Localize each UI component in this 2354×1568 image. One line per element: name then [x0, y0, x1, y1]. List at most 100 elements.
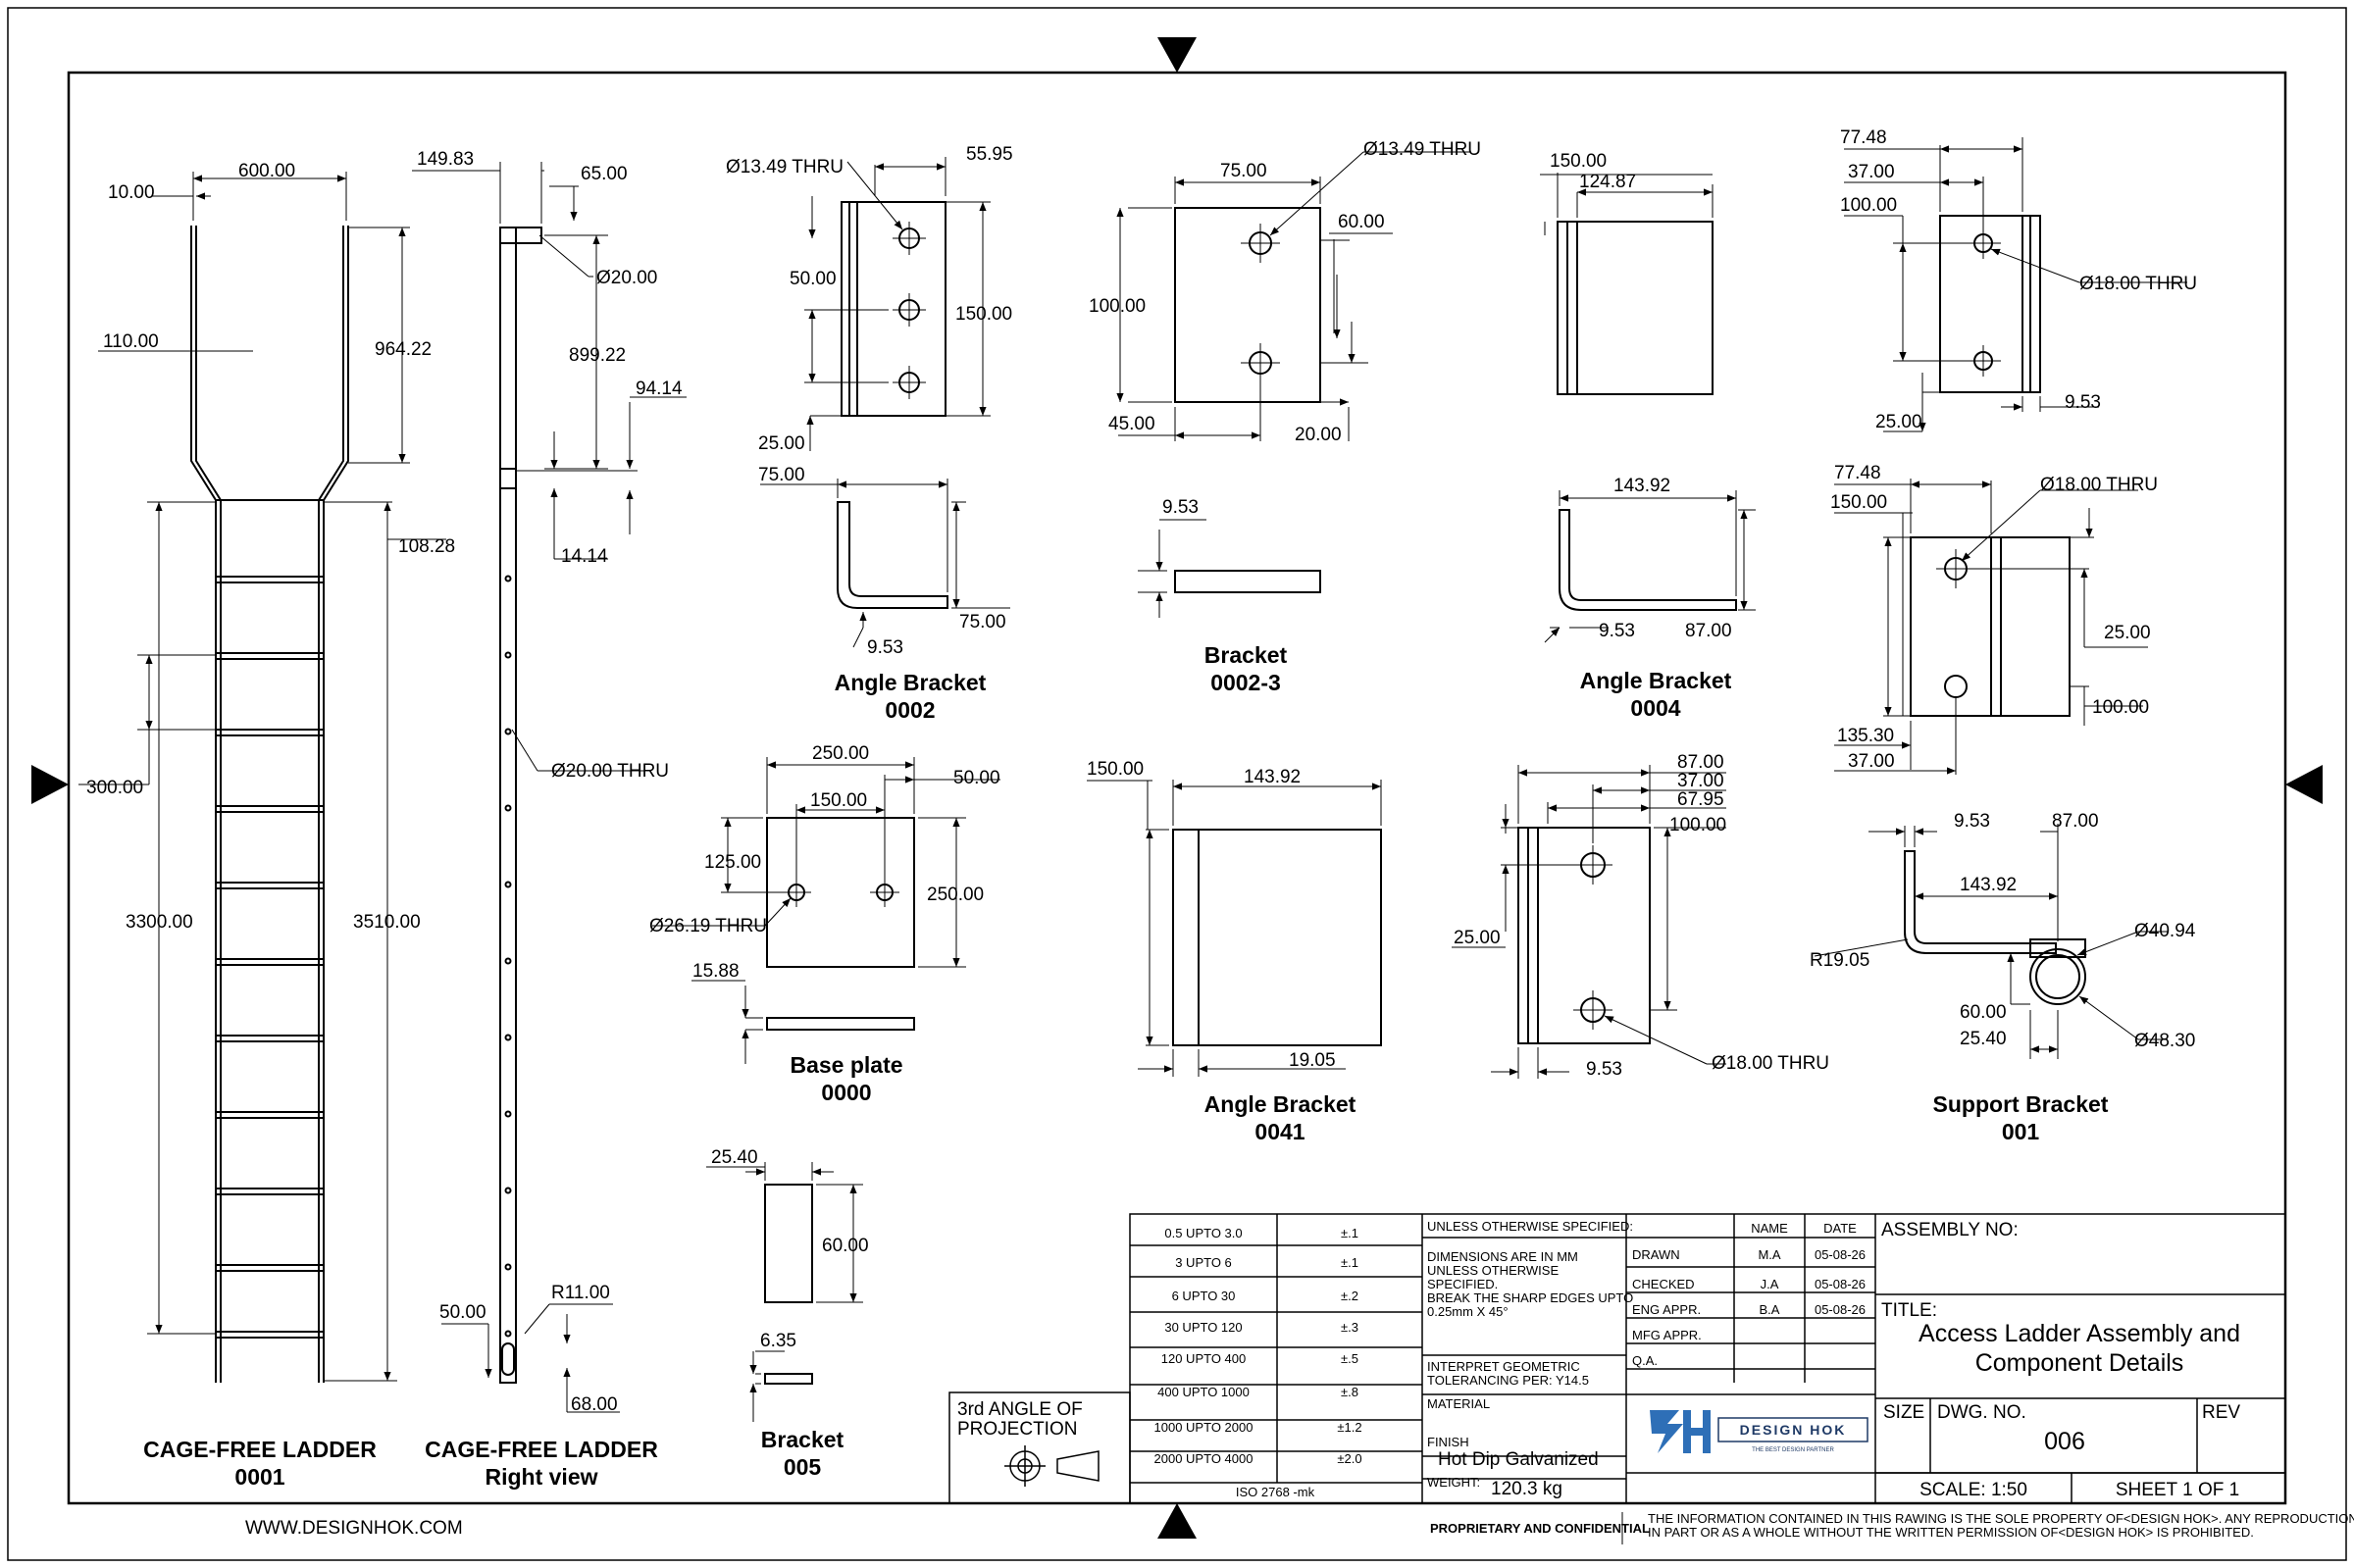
logo-text: DESIGN HOK [1740, 1422, 1847, 1438]
dim-143-side: 143.92 [1960, 875, 2017, 895]
legal-line-1: THE INFORMATION CONTAINED IN THIS RAWING… [1648, 1511, 2354, 1526]
angle-0041-caption-id: 0041 [1254, 1119, 1305, 1144]
tolerance-value: ±.8 [1341, 1385, 1358, 1399]
ladder-right-caption-sub: Right view [485, 1464, 597, 1490]
dim-150-base: 150.00 [810, 790, 867, 811]
angle-0041-caption: Angle Bracket [1204, 1091, 1356, 1117]
approval-date: 05-08-26 [1815, 1277, 1866, 1291]
center-mark-right [2285, 765, 2323, 804]
tolerance-range: 30 UPTO 120 [1164, 1320, 1242, 1335]
bracket-005-caption-id: 005 [784, 1454, 822, 1480]
dim-40-side: Ø40.94 [2134, 921, 2196, 941]
legal-line-2: IN PART OR AS A WHOLE WITHOUT THE WRITTE… [1648, 1525, 2254, 1540]
dim-143-0041: 143.92 [1244, 767, 1301, 787]
dim-r11: R11.00 [551, 1283, 610, 1303]
dim-953-bracket: 9.53 [1162, 497, 1199, 518]
dim-953-side: 9.53 [1954, 811, 1990, 832]
dim-37-mid-b: 37.00 [1677, 771, 1724, 791]
dim-3510: 3510.00 [353, 912, 421, 933]
dim-10: 10.00 [108, 182, 155, 203]
angle-0004-dims [1540, 173, 1756, 643]
dim-60-bracket: 60.00 [1338, 212, 1385, 232]
ladder-right-caption: CAGE-FREE LADDER [425, 1437, 658, 1462]
dim-300: 300.00 [86, 778, 143, 798]
ladder-right-view [499, 227, 542, 1384]
projection-symbol [1004, 1445, 1100, 1487]
tolerance-range: 3 UPTO 6 [1175, 1255, 1232, 1270]
base-plate-view [766, 817, 915, 1031]
dim-60-side: 60.00 [1960, 1002, 2007, 1023]
dim-hole-top: Ø18.00 THRU [2079, 274, 2197, 294]
dim-953-mid-b: 9.53 [1586, 1059, 1622, 1080]
unless-specified: UNLESS OTHERWISE SPECIFIED: [1427, 1219, 1633, 1234]
dim-r19-side: R19.05 [1810, 950, 1869, 971]
approval-role: ENG APPR. [1632, 1302, 1701, 1317]
dim-143-0004: 143.92 [1613, 476, 1670, 496]
size-label: SIZE [1883, 1402, 1924, 1423]
support-caption: Support Bracket [1933, 1091, 2109, 1117]
tolerance-value: ±.1 [1341, 1255, 1358, 1270]
angle-0002-front-center [804, 157, 991, 451]
dim-65: 65.00 [581, 164, 628, 184]
dim-87-mid: 87.00 [1677, 752, 1724, 773]
dwg-no: 006 [2044, 1428, 2085, 1455]
dim-250-base: 250.00 [812, 743, 869, 764]
dim-953-0004: 9.53 [1599, 621, 1635, 641]
title-block [948, 1213, 2286, 1504]
finish-value: Hot Dip Galvanized [1438, 1449, 1599, 1470]
angle-0002-side [837, 501, 948, 609]
center-mark-top [1157, 37, 1197, 73]
approval-role: DRAWN [1632, 1247, 1680, 1262]
dim-hole-base: Ø26.19 THRU [649, 916, 767, 936]
dim-600: 600.00 [238, 161, 295, 181]
bracket-005-dims [706, 1162, 863, 1422]
logo-sub: THE BEST DESIGN PARTNER [1752, 1447, 1834, 1453]
approval-name: M.A [1758, 1247, 1780, 1262]
dim-50-base: 50.00 [953, 768, 1000, 788]
dim-250h-base: 250.00 [927, 885, 984, 905]
projection-label-2: PROJECTION [957, 1419, 1077, 1440]
dim-150-0041: 150.00 [1087, 759, 1144, 780]
projection-label-1: 3rd ANGLE OF [957, 1399, 1083, 1420]
dim-55: 55.95 [966, 144, 1013, 165]
center-mark-left [31, 765, 69, 804]
bracket-mid-view [1517, 827, 1651, 1044]
angle-0002-caption-id: 0002 [885, 697, 935, 723]
tolerance-range: 1000 UPTO 2000 [1154, 1420, 1254, 1435]
dim-14: 14.14 [561, 546, 608, 567]
support-top-view [1939, 215, 2041, 393]
dim-50-0002: 50.00 [790, 269, 837, 289]
tolerance-range: 400 UPTO 1000 [1157, 1385, 1250, 1399]
dim-100-bracket: 100.00 [1089, 296, 1146, 317]
approval-role: CHECKED [1632, 1277, 1695, 1291]
dim-hole-mid-b: Ø18.00 THRU [1712, 1053, 1829, 1074]
bracket-0002-3-front [1174, 207, 1321, 593]
title-line-2: Component Details [1975, 1349, 2184, 1377]
dim-25-mid: 25.00 [2104, 623, 2151, 643]
dim-25-mid-b: 25.00 [1454, 928, 1501, 948]
dim-hole-0002: Ø13.49 THRU [726, 157, 844, 177]
material-label: MATERIAL [1427, 1396, 1490, 1411]
dim-37-top: 37.00 [1848, 162, 1895, 182]
base-plate-caption-id: 0000 [821, 1080, 871, 1105]
name-header: NAME [1751, 1221, 1788, 1236]
center-mark-bottom [1157, 1503, 1197, 1539]
website-link[interactable]: WWW.DESIGNHOK.COM [245, 1518, 463, 1539]
design-hok-logo [1650, 1410, 1868, 1453]
tolerance-range: 2000 UPTO 4000 [1154, 1451, 1254, 1466]
dim-6-005: 6.35 [760, 1331, 796, 1351]
dim-note-1: DIMENSIONS ARE IN MM [1427, 1249, 1578, 1264]
tolerance-value: ±.1 [1341, 1226, 1358, 1240]
dim-hole-mid: Ø18.00 THRU [2040, 475, 2158, 495]
dim-899: 899.22 [569, 345, 626, 366]
proprietary: PROPRIETARY AND CONFIDENTIAL [1430, 1521, 1650, 1536]
support-mid-dims [1834, 479, 2148, 775]
bracket-0002-3-dims [1116, 151, 1471, 618]
dim-75-0002a: 75.00 [758, 465, 805, 485]
dim-150-0004: 150.00 [1550, 151, 1607, 172]
tolerance-value: ±.3 [1341, 1320, 1358, 1335]
dim-87-side: 87.00 [2052, 811, 2099, 832]
interp-2: TOLERANCING PER: Y14.5 [1427, 1373, 1589, 1388]
dim-150-0002: 150.00 [955, 304, 1012, 325]
dim-25-side: 25.40 [1960, 1029, 2007, 1049]
